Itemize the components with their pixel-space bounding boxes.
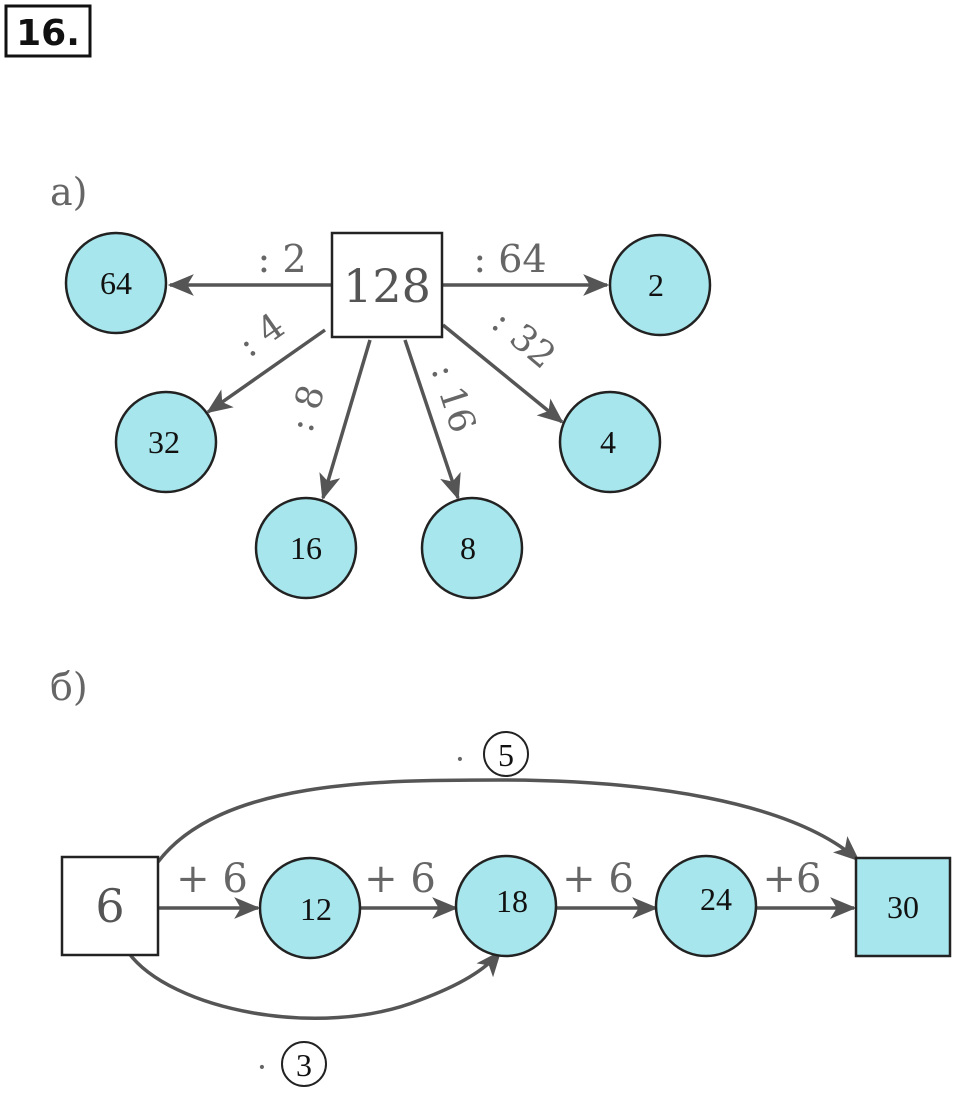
step-label-3: + 6 [562,856,634,902]
step-label-2: + 6 [364,856,436,902]
svg-text:4: 4 [600,424,616,460]
svg-text:16: 16 [290,530,322,566]
node-4: 4 [558,390,662,494]
node-2: 2 [608,233,712,337]
part-b-label: б) [50,665,88,709]
svg-text:24: 24 [700,881,732,917]
part-a-arrows [167,274,610,501]
node-16: 16 [254,496,358,600]
arrow-to-16 [319,339,372,501]
op-label-div16: : 16 [423,359,483,438]
svg-text:3: 3 [296,1047,312,1083]
arrow-to-8 [403,339,461,501]
node-18: 18 [454,854,558,958]
arrow-to-4 [441,323,564,424]
op-label-div4: : 4 [231,305,293,365]
step-label-4: +6 [763,856,822,902]
svg-text:30: 30 [887,889,919,925]
problem-number: 16. [16,13,80,54]
arc-mult-3 [126,950,502,1021]
op-label-div8: : 8 [281,380,334,436]
svg-text:18: 18 [496,883,528,919]
arc-mult-5 [156,778,860,864]
center-box: 128 [330,231,444,339]
center-value: 128 [343,259,431,313]
node-24: 24 [654,854,758,958]
svg-text:5: 5 [498,737,514,773]
mult-top-badge: 5 [483,731,529,777]
part-a-label: а) [50,170,87,214]
node-8: 8 [420,496,524,600]
op-label-div64: : 64 [473,237,546,281]
svg-text:32: 32 [148,424,180,460]
start-box: 6 [60,855,160,957]
mult-bottom-badge: 3 [281,1041,327,1087]
svg-text:8: 8 [460,530,476,566]
node-64: 64 [64,231,168,335]
problem-number-box: 16. [4,4,92,58]
step-label-1: + 6 [176,856,248,902]
node-12: 12 [258,856,362,960]
svg-text:2: 2 [648,267,664,303]
op-label-div2: : 2 [257,237,306,281]
arrow-to-32 [206,328,327,414]
svg-text:64: 64 [100,265,132,301]
mult-bottom-dot: · [257,1048,267,1086]
svg-text:6: 6 [95,879,124,933]
node-32: 32 [114,390,218,494]
end-box: 30 [854,856,952,958]
svg-text:12: 12 [300,891,332,927]
mult-top-dot: · [455,740,465,778]
